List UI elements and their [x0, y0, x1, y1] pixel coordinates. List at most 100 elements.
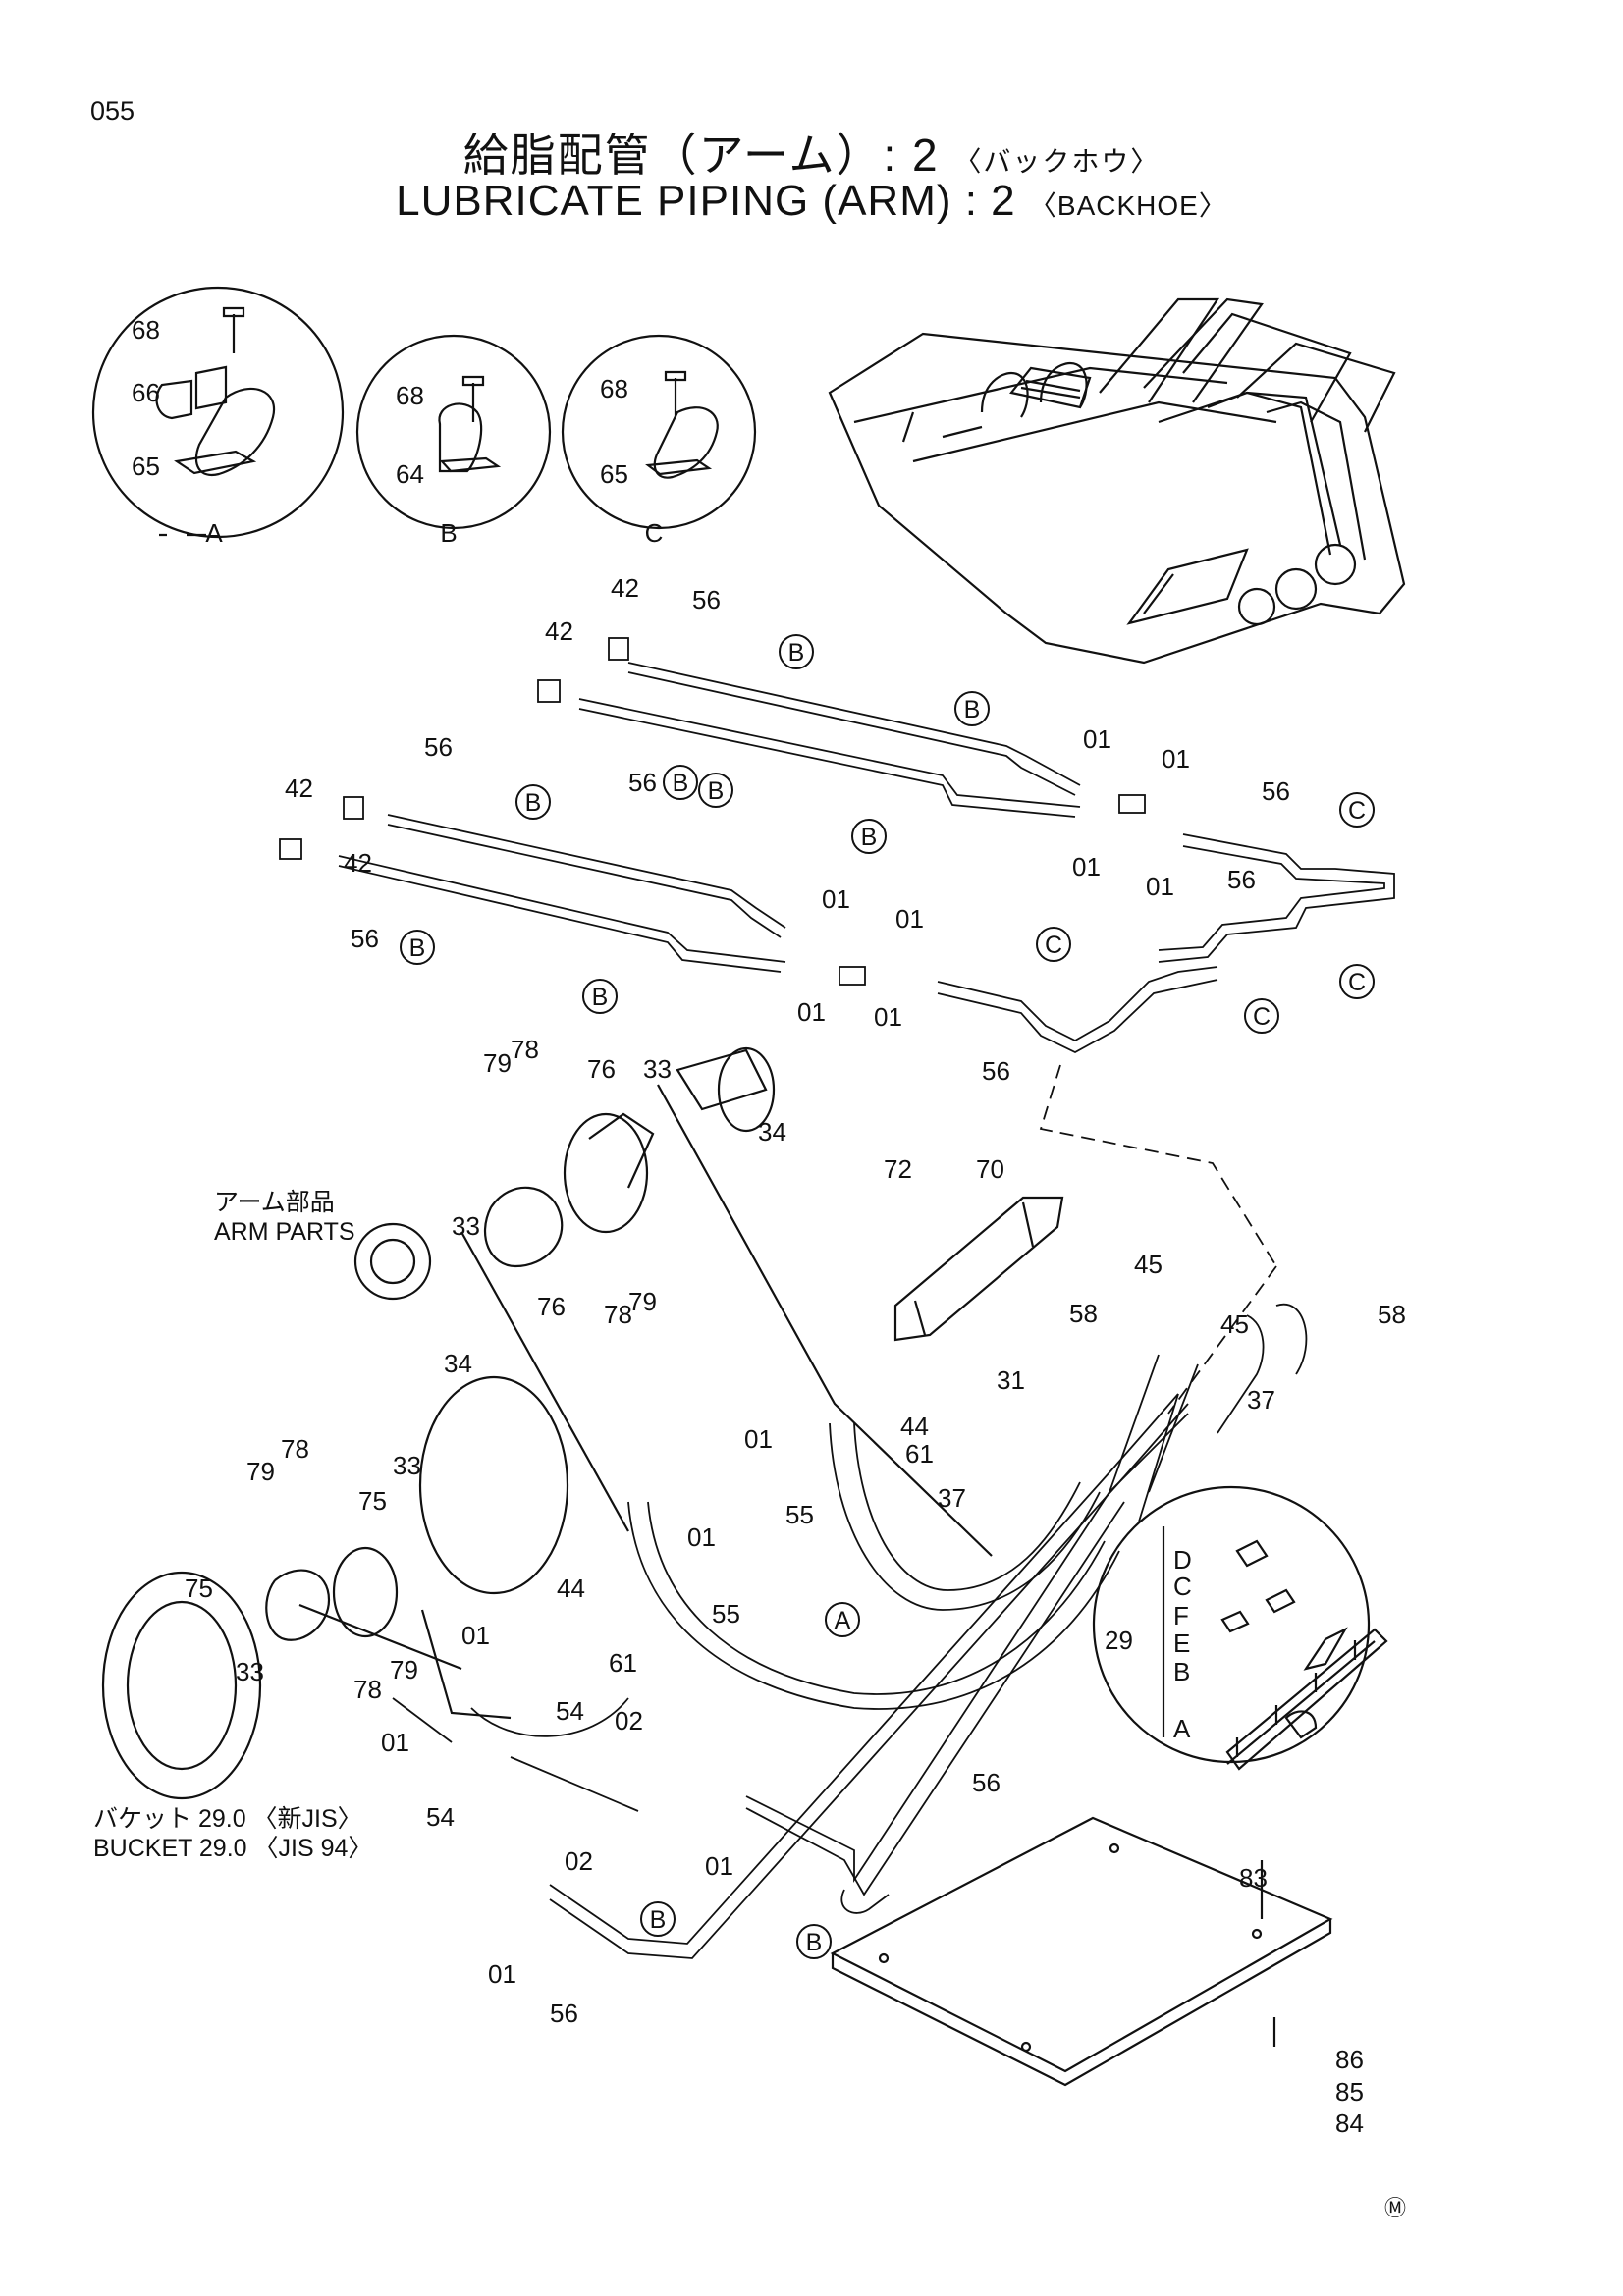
callout-45: 45 — [1134, 1250, 1163, 1279]
callout-34: 34 — [758, 1117, 786, 1147]
callout-58: 58 — [1069, 1299, 1098, 1328]
bucket-covers — [101, 1375, 569, 1800]
detail-part-68: 68 — [600, 374, 628, 403]
marker-letter-A: A — [835, 1607, 851, 1634]
callout-76: 76 — [587, 1054, 616, 1084]
callout-56: 56 — [1227, 865, 1256, 894]
callout-55: 55 — [785, 1500, 814, 1529]
callout-56: 56 — [1262, 776, 1290, 806]
callout-56: 56 — [424, 732, 453, 762]
callout-79: 79 — [246, 1457, 275, 1486]
callout-33: 33 — [643, 1054, 672, 1084]
callout-37: 37 — [938, 1483, 966, 1513]
callout-55: 55 — [712, 1599, 740, 1629]
marker-circle-B — [779, 634, 814, 669]
callout-56: 56 — [550, 1999, 578, 2028]
arm-parts-jp: アーム部品 — [214, 1189, 335, 1216]
detail-29-letter-F: F — [1173, 1601, 1189, 1630]
bucket-jp: バケット 29.0 〈新JIS〉 — [93, 1805, 362, 1833]
callout-75: 75 — [185, 1574, 213, 1603]
callout-34: 34 — [444, 1349, 472, 1378]
detail-29-letter-E: E — [1173, 1629, 1190, 1658]
detail-label-A: A — [205, 518, 223, 548]
callout-61: 61 — [609, 1648, 637, 1678]
callout-31: 31 — [997, 1365, 1025, 1395]
detail-circle-b — [355, 334, 552, 530]
detail-label-B: B — [440, 518, 457, 548]
detail-part-68: 68 — [396, 381, 424, 410]
callout-86: 86 — [1335, 2045, 1364, 2074]
title-english: LUBRICATE PIPING (ARM) : 2 〈BACKHOE〉 — [0, 177, 1623, 226]
marker-letter-B: B — [592, 984, 609, 1011]
callout-78: 78 — [511, 1035, 539, 1064]
title-japanese-sub: 〈バックホウ〉 — [953, 146, 1161, 177]
marker-letter-C: C — [1348, 969, 1366, 996]
callout-75: 75 — [358, 1486, 387, 1516]
marker-circle-A — [825, 1602, 860, 1637]
detail-circle-a — [91, 286, 345, 539]
callout-44: 44 — [900, 1412, 929, 1441]
detail-29-letter-A: A — [1173, 1714, 1191, 1743]
callout-01: 01 — [1162, 744, 1190, 774]
marker-letter-B: B — [964, 696, 981, 723]
callout-42: 42 — [611, 573, 639, 603]
arm-parts-covers — [298, 1046, 993, 1720]
callout-61: 61 — [905, 1439, 934, 1468]
marker-letter-B: B — [806, 1929, 823, 1956]
callout-01: 01 — [822, 884, 850, 914]
marker-circle-B — [796, 1924, 832, 1959]
callout-01: 01 — [895, 904, 924, 934]
callout-54: 54 — [426, 1802, 455, 1832]
arm-parts-caption: アーム部品 ARM PARTS — [214, 1188, 355, 1247]
marker-circle-B — [954, 691, 990, 726]
marker-circle-C — [1339, 792, 1375, 828]
marker-letter-C: C — [1253, 1003, 1271, 1031]
arm-parts-en: ARM PARTS — [214, 1218, 355, 1246]
callout-01: 01 — [797, 997, 826, 1027]
detail-29-letter-D: D — [1173, 1545, 1192, 1575]
callout-37: 37 — [1247, 1385, 1275, 1415]
marker-circle-C — [1339, 964, 1375, 999]
upper-pipe-runs — [279, 637, 1395, 1415]
callout-56: 56 — [351, 924, 379, 953]
page-number: 055 — [90, 96, 135, 126]
marker-circle-C — [1244, 998, 1279, 1034]
bucket-caption: バケット 29.0 〈新JIS〉 BUCKET 29.0 〈JIS 94〉 — [93, 1804, 372, 1863]
callout-01: 01 — [705, 1851, 733, 1881]
marker-letter-B: B — [861, 824, 878, 851]
title-japanese: 給脂配管（アーム）: 2 〈バックホウ〉 — [0, 120, 1623, 185]
callout-45: 45 — [1220, 1309, 1249, 1339]
callout-02: 02 — [615, 1706, 643, 1735]
callout-56: 56 — [628, 768, 657, 797]
callout-58: 58 — [1378, 1300, 1406, 1329]
marker-letter-B: B — [788, 639, 805, 667]
detail-29-letter-C: C — [1173, 1572, 1192, 1601]
bucket-en: BUCKET 29.0 〈JIS 94〉 — [93, 1835, 373, 1862]
callout-01: 01 — [687, 1522, 716, 1552]
callout-78: 78 — [604, 1300, 632, 1329]
arm-assembly — [828, 297, 1406, 665]
detail-circle-c — [561, 334, 757, 530]
lower-pipe-runs — [392, 1303, 1308, 1959]
marker-circle-B — [582, 979, 618, 1014]
marker-circle-B — [515, 784, 551, 820]
callout-56: 56 — [972, 1768, 1001, 1797]
callout-83: 83 — [1239, 1863, 1268, 1893]
callout-01: 01 — [744, 1424, 773, 1454]
callout-70: 70 — [976, 1154, 1004, 1184]
corner-mark: Ⓜ — [1384, 2196, 1407, 2220]
callout-54: 54 — [556, 1696, 584, 1726]
title-english-main: LUBRICATE PIPING (ARM) : 2 — [396, 177, 1016, 225]
detail-29-number: 29 — [1105, 1626, 1133, 1655]
callout-79: 79 — [628, 1287, 657, 1316]
callout-79: 79 — [390, 1655, 418, 1684]
detail-circle-29 — [1092, 1485, 1388, 1771]
callout-42: 42 — [344, 848, 372, 878]
detail-part-64: 64 — [396, 459, 424, 489]
callout-01: 01 — [488, 1959, 516, 1989]
detail-part-65: 65 — [132, 452, 160, 481]
